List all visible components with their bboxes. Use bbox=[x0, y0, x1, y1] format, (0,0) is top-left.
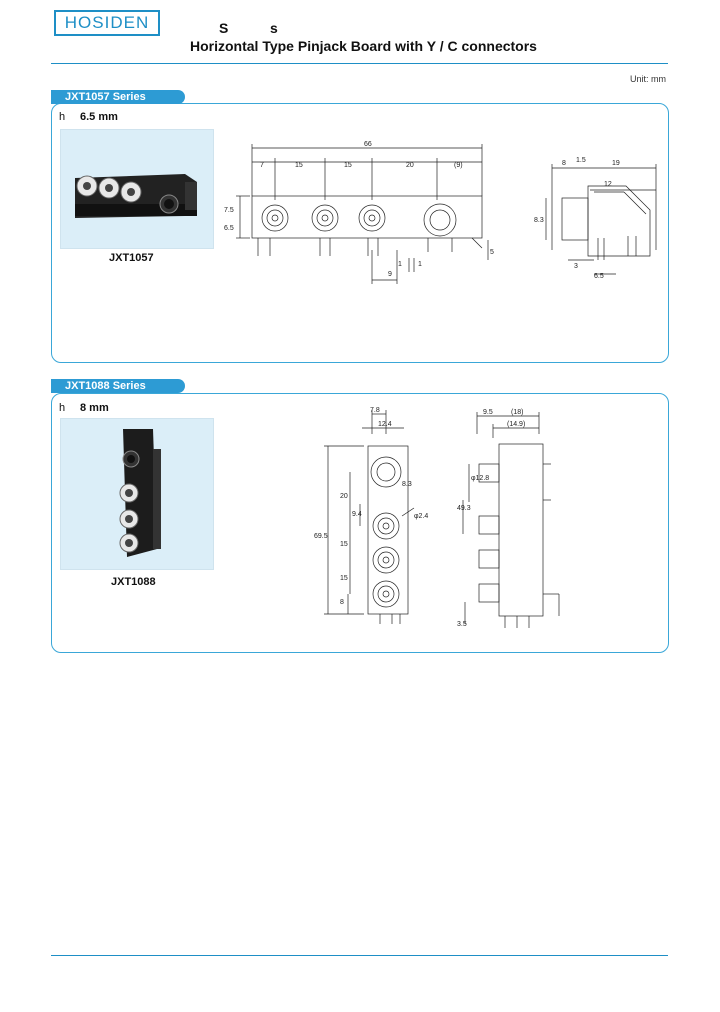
footer-rule bbox=[51, 955, 668, 956]
jxt1057-front-dim-6: 6.5 bbox=[224, 225, 234, 232]
jxt1057-side-dim-1: 1.5 bbox=[576, 157, 586, 164]
jxt1057-front-dim-3: 15 bbox=[344, 162, 352, 169]
jxt1088-photo-drawing bbox=[119, 429, 161, 557]
jxt1057-front-dim-5: (9) bbox=[454, 162, 463, 169]
jxt1088-side-dim-2: (14.9) bbox=[507, 421, 525, 428]
jxt1057-photo-drawing bbox=[75, 174, 197, 218]
jxt1057-side-dim-3: 12 bbox=[604, 181, 612, 188]
jxt1088-product-photo bbox=[60, 418, 214, 570]
jxt1057-series-tab: JXT1057 Series bbox=[51, 90, 185, 104]
jxt1057-side-dim-5: 3 bbox=[574, 263, 578, 270]
heading-s1: S bbox=[219, 20, 229, 36]
jxt1088-front-dim-2: 8.3 bbox=[402, 481, 412, 488]
jxt1088-h-label: h bbox=[59, 402, 66, 414]
jxt1088-front-dim-6: 69.5 bbox=[314, 533, 328, 540]
jxt1057-product-photo bbox=[60, 129, 214, 249]
jxt1057-front-dim-11: 5 bbox=[490, 249, 494, 256]
jxt1057-front-dim-4: 20 bbox=[406, 162, 414, 169]
header-rule bbox=[51, 63, 668, 64]
jxt1057-caption: JXT1057 bbox=[109, 252, 154, 264]
unit-note: Unit: mm bbox=[630, 74, 666, 84]
jxt1057-side-dim-2: 19 bbox=[612, 160, 620, 167]
jxt1088-side-dim-0: 9.5 bbox=[483, 409, 493, 416]
jxt1088-side-dim-5: 3.5 bbox=[457, 621, 467, 628]
jxt1057-front-dim-2: 15 bbox=[295, 162, 303, 169]
jxt1088-side-dim-4: 49.3 bbox=[457, 505, 471, 512]
jxt1088-front-dim-9: 8 bbox=[340, 599, 344, 606]
page-title: Horizontal Type Pinjack Board with Y / C… bbox=[190, 38, 537, 54]
jxt1088-series-tab: JXT1088 Series bbox=[51, 379, 185, 393]
jxt1057-side-dim-0: 8 bbox=[562, 160, 566, 167]
jxt1057-front-dim-8: 9 bbox=[388, 271, 392, 278]
jxt1057-front-dim-10: 1 bbox=[418, 261, 422, 268]
jxt1088-front-dim-8: 15 bbox=[340, 575, 348, 582]
jxt1088-side-drawing: 9.5 (18) (14.9) φ12.8 49.3 3.5 bbox=[457, 409, 560, 628]
jxt1088-front-dim-5: φ2.4 bbox=[414, 513, 428, 520]
heading-s2: s bbox=[270, 20, 278, 36]
jxt1088-side-dim-1: (18) bbox=[511, 409, 523, 416]
jxt1057-front-dim-9: 1 bbox=[398, 261, 402, 268]
jxt1057-front-drawing: 66 7 15 15 20 (9) 6.5 7.5 9 1 1 5 bbox=[224, 141, 494, 284]
jxt1088-front-dim-0: 7.8 bbox=[370, 407, 380, 414]
jxt1057-front-dim-0: 66 bbox=[364, 141, 372, 148]
jxt1088-front-dim-4: 9.4 bbox=[352, 511, 362, 518]
jxt1088-front-dim-7: 15 bbox=[340, 541, 348, 548]
jxt1057-side-dim-6: 6.5 bbox=[594, 273, 604, 280]
jxt1057-h-value: 6.5 mm bbox=[80, 111, 118, 123]
jxt1088-caption: JXT1088 bbox=[111, 576, 156, 588]
jxt1088-front-drawing: 7.8 12.4 8.3 20 9.4 φ2.4 69.5 15 15 8 bbox=[314, 407, 428, 624]
jxt1057-side-drawing: 8 1.5 19 12 8.3 3 6.5 bbox=[534, 157, 657, 280]
jxt1057-front-dim-1: 7 bbox=[260, 162, 264, 169]
jxt1057-front-dim-7: 7.5 bbox=[224, 207, 234, 214]
jxt1088-front-dim-1: 12.4 bbox=[378, 421, 392, 428]
logo-text: HOSIDEN bbox=[64, 13, 150, 32]
hosiden-logo: HOSIDEN bbox=[54, 10, 160, 36]
jxt1057-side-dim-4: 8.3 bbox=[534, 217, 544, 224]
jxt1088-h-value: 8 mm bbox=[80, 402, 109, 414]
jxt1088-front-dim-3: 20 bbox=[340, 493, 348, 500]
jxt1057-h-label: h bbox=[59, 111, 66, 123]
jxt1088-side-dim-3: φ12.8 bbox=[471, 475, 489, 482]
